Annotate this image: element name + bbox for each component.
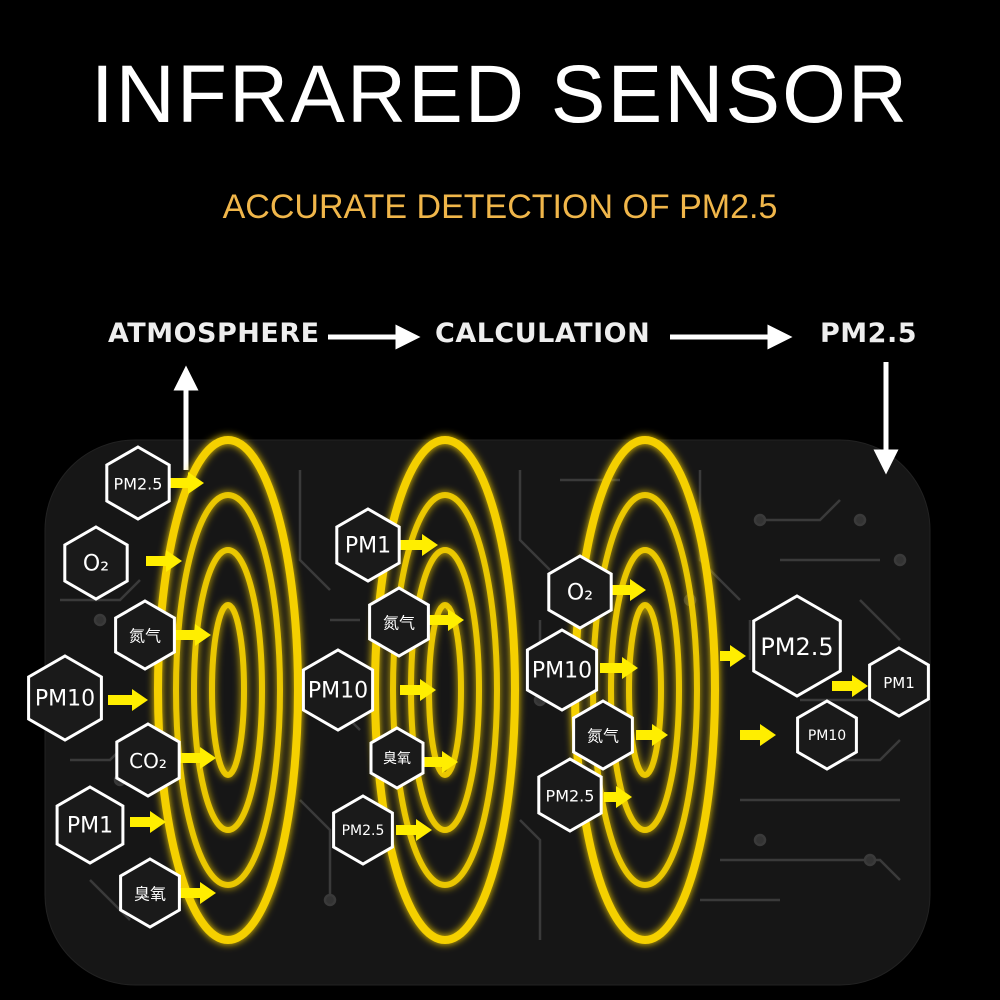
page-title: INFRARED SENSOR <box>90 49 910 140</box>
circuit-trace <box>760 499 841 522</box>
molecule-label: 氮气 <box>383 614 415 633</box>
circuit-trace <box>698 470 741 601</box>
sensor-ring <box>209 602 247 778</box>
circuit-pad <box>853 513 867 527</box>
molecule-hexagon: 氮气 <box>368 586 430 658</box>
sensor-ring <box>173 492 283 888</box>
molecule-hexagon: 氮气 <box>572 699 634 771</box>
yellow-arrow <box>175 624 211 646</box>
molecule-label: PM2.5 <box>760 633 833 661</box>
flow-step-atmosphere: ATMOSPHERE <box>108 318 320 349</box>
yellow-arrow <box>180 882 216 904</box>
molecule-label: PM2.5 <box>546 787 595 806</box>
molecule-hexagon: PM2.5 <box>752 594 842 698</box>
yellow-arrow <box>604 786 632 808</box>
molecule-hexagon: 臭氧 <box>369 726 425 790</box>
molecule-label: O₂ <box>567 581 593 606</box>
sensor-ring <box>371 436 519 944</box>
yellow-arrow <box>612 579 646 601</box>
molecule-hexagon: PM10 <box>525 628 599 712</box>
molecule-hexagon: PM10 <box>301 648 375 732</box>
molecule-label: PM10 <box>308 679 368 704</box>
molecule-hexagon: 氮气 <box>114 599 176 671</box>
molecule-label: PM2.5 <box>342 823 385 839</box>
circuit-pad <box>863 853 877 867</box>
molecule-hexagon: O₂ <box>547 554 613 630</box>
sensor-ring <box>608 547 682 833</box>
yellow-arrow <box>396 819 432 841</box>
sensor-ring <box>191 547 265 833</box>
molecule-hexagon: O₂ <box>63 525 129 601</box>
molecule-hexagon: PM1 <box>335 507 401 583</box>
molecule-label: 臭氧 <box>383 751 411 767</box>
molecule-hexagon: PM2.5 <box>105 445 171 521</box>
yellow-arrow <box>146 550 182 572</box>
sensor-ring-group <box>154 436 302 944</box>
molecule-label: PM10 <box>808 728 846 744</box>
page-subtitle: ACCURATE DETECTION OF PM2.5 <box>222 188 778 226</box>
molecule-hexagon: PM1 <box>55 785 125 865</box>
yellow-arrow <box>130 811 166 833</box>
molecule-label: PM10 <box>35 687 95 712</box>
molecule-hexagon: PM2.5 <box>332 794 394 866</box>
circuit-pad <box>93 613 107 627</box>
sensor-ring <box>390 492 500 888</box>
yellow-arrow <box>180 747 216 769</box>
yellow-arrow <box>740 724 776 746</box>
molecule-hexagon: PM1 <box>868 646 930 718</box>
yellow-arrow <box>400 534 438 556</box>
yellow-arrow <box>636 724 668 746</box>
yellow-arrow <box>168 472 204 494</box>
molecule-label: CO₂ <box>129 749 167 773</box>
circuit-pad <box>323 893 337 907</box>
circuit-pad <box>753 513 767 527</box>
molecule-label: PM1 <box>883 674 915 692</box>
molecule-label: PM10 <box>532 659 592 684</box>
circuit-trace <box>518 470 551 571</box>
yellow-arrow <box>832 675 868 697</box>
yellow-arrow <box>108 689 148 711</box>
sensor-ring <box>626 602 664 778</box>
circuit-trace <box>299 799 332 900</box>
flow-step-calculation: CALCULATION <box>435 318 651 349</box>
yellow-arrow <box>424 751 458 773</box>
yellow-arrow <box>600 657 638 679</box>
circuit-pad <box>893 553 907 567</box>
molecule-label: PM1 <box>67 814 113 839</box>
molecule-hexagon: PM10 <box>27 654 103 742</box>
sensor-ring-group <box>371 436 519 944</box>
yellow-arrow <box>400 679 436 701</box>
molecule-label: 氮气 <box>587 727 619 746</box>
molecule-label: PM2.5 <box>114 475 163 494</box>
molecule-label: 臭氧 <box>134 885 166 904</box>
circuit-trace <box>519 819 542 940</box>
circuit-trace <box>89 879 131 921</box>
yellow-arrow <box>720 645 746 667</box>
circuit-trace <box>859 599 901 641</box>
flow-step-pm25: PM2.5 <box>820 318 917 349</box>
molecule-hexagon: CO₂ <box>115 722 181 798</box>
molecule-label: O₂ <box>83 552 109 577</box>
yellow-arrow <box>428 609 464 631</box>
circuit-trace <box>298 470 331 591</box>
circuit-pad <box>753 833 767 847</box>
molecule-label: PM1 <box>345 534 391 559</box>
circuit-trace <box>60 579 141 602</box>
molecule-hexagon: 臭氧 <box>119 857 181 929</box>
molecule-label: 氮气 <box>129 627 161 646</box>
circuit-trace <box>720 858 901 881</box>
molecule-hexagon: PM2.5 <box>537 757 603 833</box>
molecule-hexagon: PM10 <box>796 699 858 771</box>
sensor-ring <box>154 436 302 944</box>
